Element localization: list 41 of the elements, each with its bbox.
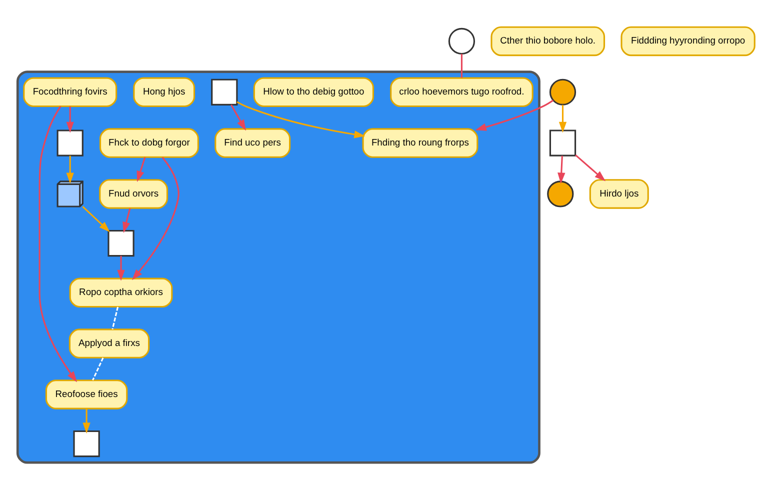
cluster: [16, 70, 540, 464]
node-box: Reofoose fioes: [45, 380, 128, 410]
connector: [112, 306, 119, 330]
arrow: [38, 106, 78, 382]
arrow: [236, 101, 366, 138]
node-circle: [448, 28, 476, 55]
arrow: [66, 106, 74, 133]
arrow: [82, 206, 110, 232]
arrow: [558, 104, 567, 133]
node-box: Fnud orvors: [99, 179, 168, 209]
node-box: Fhck to dobg forgor: [99, 128, 199, 158]
node-circle: [547, 180, 574, 208]
node-circle: [549, 78, 576, 106]
node-box: [211, 78, 238, 106]
node-box: [549, 130, 576, 156]
node-box: Fiddding hyyronding orropo: [620, 26, 756, 56]
connector: [460, 54, 462, 78]
arrow: [475, 100, 554, 131]
arrow: [66, 156, 74, 184]
node-box: Focodthring fovirs: [23, 77, 118, 108]
connector: [92, 358, 104, 381]
node-box: [73, 430, 100, 458]
arrow: [575, 154, 606, 182]
node-box: [56, 130, 84, 156]
arrow: [117, 256, 125, 281]
arrow: [122, 208, 131, 233]
node-box: Find uco pers: [214, 128, 291, 158]
arrow: [132, 156, 180, 280]
node-box: Cther thio bobore holo.: [490, 26, 606, 56]
node-box: Hong hjos: [133, 77, 196, 108]
node-box: crloo hoevemors tugo roofrod.: [390, 77, 534, 108]
arrow: [136, 157, 146, 182]
node-box: [108, 230, 134, 257]
node-box: Fhding tho roung frorps: [362, 128, 478, 158]
node-box: Hirdo ljos: [589, 179, 649, 209]
arrow: [558, 156, 566, 184]
node-box: Applyod a firxs: [68, 328, 150, 358]
arrow: [230, 104, 246, 131]
node-box: Ropo coptha orkiors: [69, 278, 173, 308]
arrow: [82, 408, 90, 434]
node-box: Hlow to tho debig gottoo: [253, 77, 374, 108]
